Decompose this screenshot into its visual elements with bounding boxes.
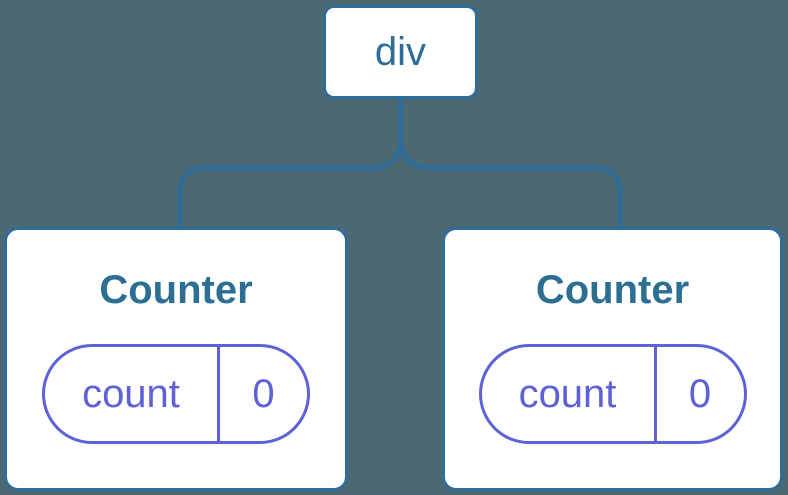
state-value: 0 bbox=[252, 372, 275, 416]
counter-card-right: Counter count 0 bbox=[442, 227, 783, 491]
component-title: Counter bbox=[99, 268, 253, 312]
state-key: count bbox=[482, 347, 657, 441]
root-node: div bbox=[323, 5, 478, 99]
counter-card-left: Counter count 0 bbox=[4, 227, 348, 491]
connector-root-to-left-child bbox=[177, 99, 403, 228]
component-title: Counter bbox=[535, 268, 690, 312]
root-node-label: div bbox=[374, 30, 427, 74]
state-pill: count 0 bbox=[478, 344, 747, 444]
state-pill: count 0 bbox=[42, 344, 310, 444]
state-value: 0 bbox=[688, 372, 712, 416]
state-key: count bbox=[45, 347, 220, 441]
connector-root-to-right-child bbox=[398, 99, 623, 228]
